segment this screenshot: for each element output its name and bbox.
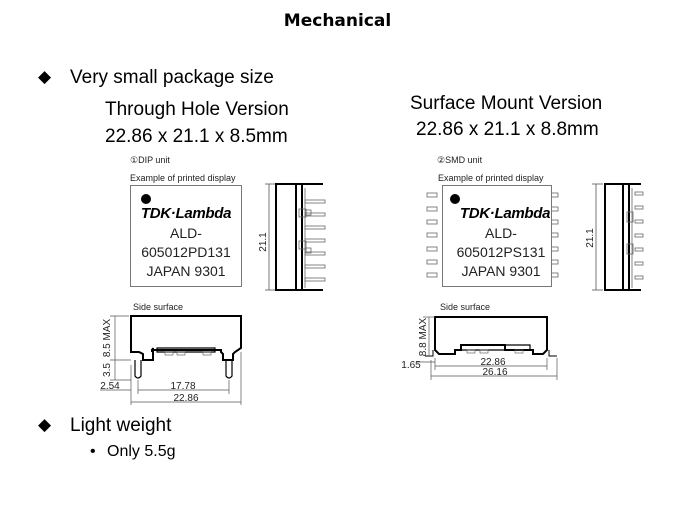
smd-offset-dim: 1.65	[401, 360, 421, 371]
dip-line1: ALD-	[170, 225, 202, 241]
smd-chip-top-view: TDK·Lambda ALD- 605012PS131 JAPAN 9301	[442, 185, 552, 287]
smd-line1: ALD-	[485, 225, 517, 241]
smd-side-surface-label: Side surface	[440, 302, 491, 312]
smd-side-dim: 21.1	[585, 228, 596, 248]
smd-brand-logo: TDK·Lambda	[459, 205, 551, 222]
dip-line3: JAPAN 9301	[146, 263, 226, 279]
diamond-bullet-icon: ◆	[38, 415, 52, 434]
dip-side-surface-label: Side surface	[133, 302, 184, 312]
smd-line2: 605012PS131	[456, 244, 546, 260]
sub-bullet-weight: Only 5.5g	[107, 443, 176, 460]
smd-height-dim: 8.8 MAX	[418, 318, 429, 357]
smd-body-dim: 22.86	[480, 357, 505, 368]
dip-width-dim: 22.86	[173, 393, 198, 404]
surface-mount-dims: 22.86 x 21.1 x 8.8mm	[416, 119, 599, 140]
dip-height-dim: 8.5 MAX	[102, 319, 113, 358]
through-hole-heading: Through Hole Version	[105, 99, 289, 120]
smd-side-surface-drawing: 8.8 MAX 1.65 22.86 26.16	[401, 316, 558, 380]
bullet-package-size: Very small package size	[70, 67, 274, 88]
smd-width-dim: 26.16	[482, 367, 507, 378]
dip-unit-label: ①DIP unit	[130, 155, 170, 165]
through-hole-dims: 22.86 x 21.1 x 8.5mm	[105, 126, 288, 147]
diamond-bullet-icon: ◆	[38, 67, 52, 86]
dip-offset-dim: 2.54	[100, 381, 120, 392]
dot-bullet-icon: •	[90, 443, 96, 460]
dip-pin-dim: 3.5	[102, 363, 113, 377]
smd-end-view-drawing: 21.1	[585, 183, 644, 291]
smd-line3: JAPAN 9301	[461, 263, 541, 279]
smd-unit-label: ②SMD unit	[437, 155, 483, 165]
dip-chip-top-view: TDK·Lambda ALD- 605012PD131 JAPAN 9301	[130, 185, 242, 287]
dip-end-view-drawing: 21.1	[258, 183, 326, 291]
smd-pads-drawing	[426, 192, 559, 278]
smd-display-label: Example of printed display	[438, 173, 544, 183]
dip-side-dim: 21.1	[258, 232, 269, 252]
dip-side-surface-drawing: 8.5 MAX 3.5 2.54 17.78 22.86	[100, 315, 242, 405]
dip-line2: 605012PD131	[141, 244, 231, 260]
dip-brand-logo: TDK·Lambda	[140, 205, 232, 222]
pin1-marker-icon	[450, 194, 460, 204]
surface-mount-heading: Surface Mount Version	[410, 93, 603, 114]
bullet-light-weight: Light weight	[70, 415, 172, 436]
dip-display-label: Example of printed display	[130, 173, 236, 183]
slide-title: Mechanical	[283, 11, 392, 31]
dip-pitch-dim: 17.78	[170, 381, 195, 392]
pin1-marker-icon	[141, 194, 151, 204]
